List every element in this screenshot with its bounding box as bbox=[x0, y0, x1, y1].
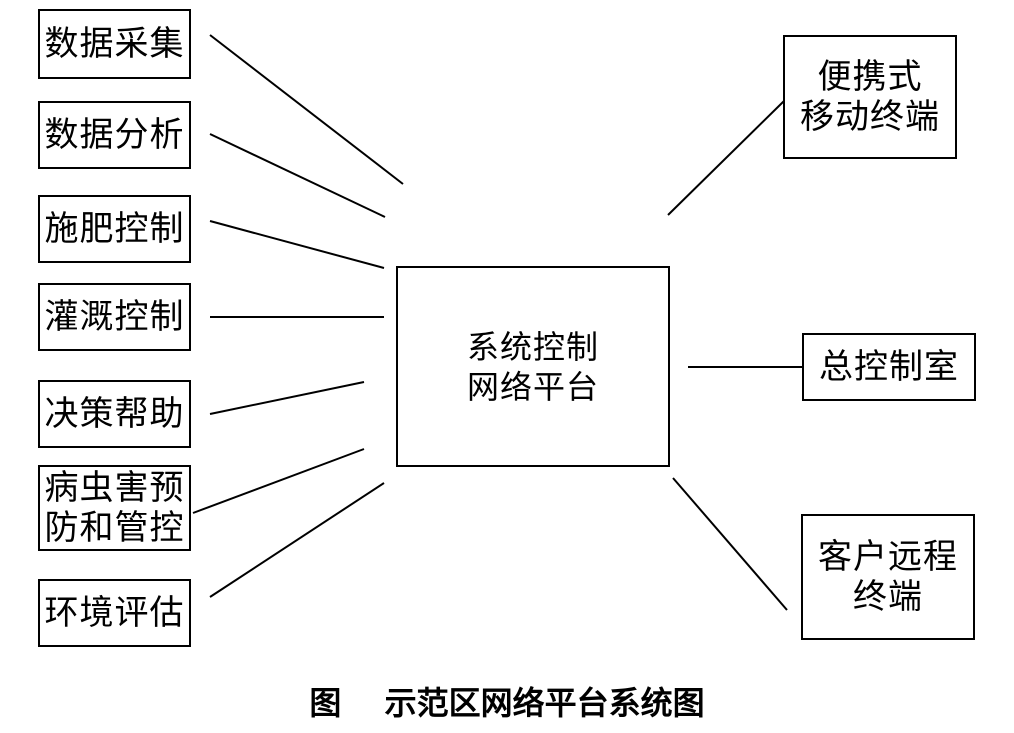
node-label: 数据采集 bbox=[44, 24, 185, 64]
node-pest-prevention-control: 病虫害预 防和管控 bbox=[38, 465, 191, 551]
connector-data-collection bbox=[209, 34, 404, 185]
node-irrigation-control: 灌溉控制 bbox=[38, 283, 191, 351]
connector-fertilization-control bbox=[209, 220, 385, 269]
node-environment-assessment: 环境评估 bbox=[38, 579, 191, 647]
node-remote-terminal: 客户远程 终端 bbox=[801, 514, 975, 640]
node-label: 环境评估 bbox=[44, 593, 185, 633]
connector-mobile-terminal bbox=[667, 100, 785, 216]
connector-environment-assessment bbox=[209, 482, 385, 598]
node-fertilization-control: 施肥控制 bbox=[38, 195, 191, 263]
center-label-line-1: 系统控制 bbox=[466, 327, 599, 366]
connector-pest-control bbox=[192, 448, 365, 514]
node-label: 施肥控制 bbox=[44, 209, 185, 249]
node-label-line-1: 便携式 bbox=[817, 57, 923, 97]
figure-caption: 图 示范区网络平台系统图 bbox=[309, 684, 705, 722]
connector-data-analysis bbox=[209, 133, 386, 218]
node-label: 灌溉控制 bbox=[44, 297, 185, 337]
node-data-analysis: 数据分析 bbox=[38, 101, 191, 169]
node-system-control-platform: 系统控制 网络平台 bbox=[396, 266, 670, 467]
node-label: 总控制室 bbox=[819, 347, 959, 387]
node-control-room: 总控制室 bbox=[802, 333, 976, 401]
node-decision-support: 决策帮助 bbox=[38, 380, 191, 448]
node-label-line-1: 病虫害预 bbox=[44, 468, 185, 508]
node-data-collection: 数据采集 bbox=[38, 9, 191, 79]
node-label: 决策帮助 bbox=[44, 394, 185, 434]
node-mobile-terminal: 便携式 移动终端 bbox=[783, 35, 957, 159]
node-label-line-2: 移动终端 bbox=[800, 97, 940, 137]
node-label: 数据分析 bbox=[44, 115, 185, 155]
center-label-line-2: 网络平台 bbox=[466, 367, 599, 406]
connector-remote-terminal bbox=[672, 477, 788, 611]
node-label-line-1: 客户远程 bbox=[818, 537, 958, 577]
node-label-line-2: 防和管控 bbox=[44, 508, 185, 548]
node-label-line-2: 终端 bbox=[853, 577, 923, 617]
connector-decision-support bbox=[209, 381, 365, 415]
